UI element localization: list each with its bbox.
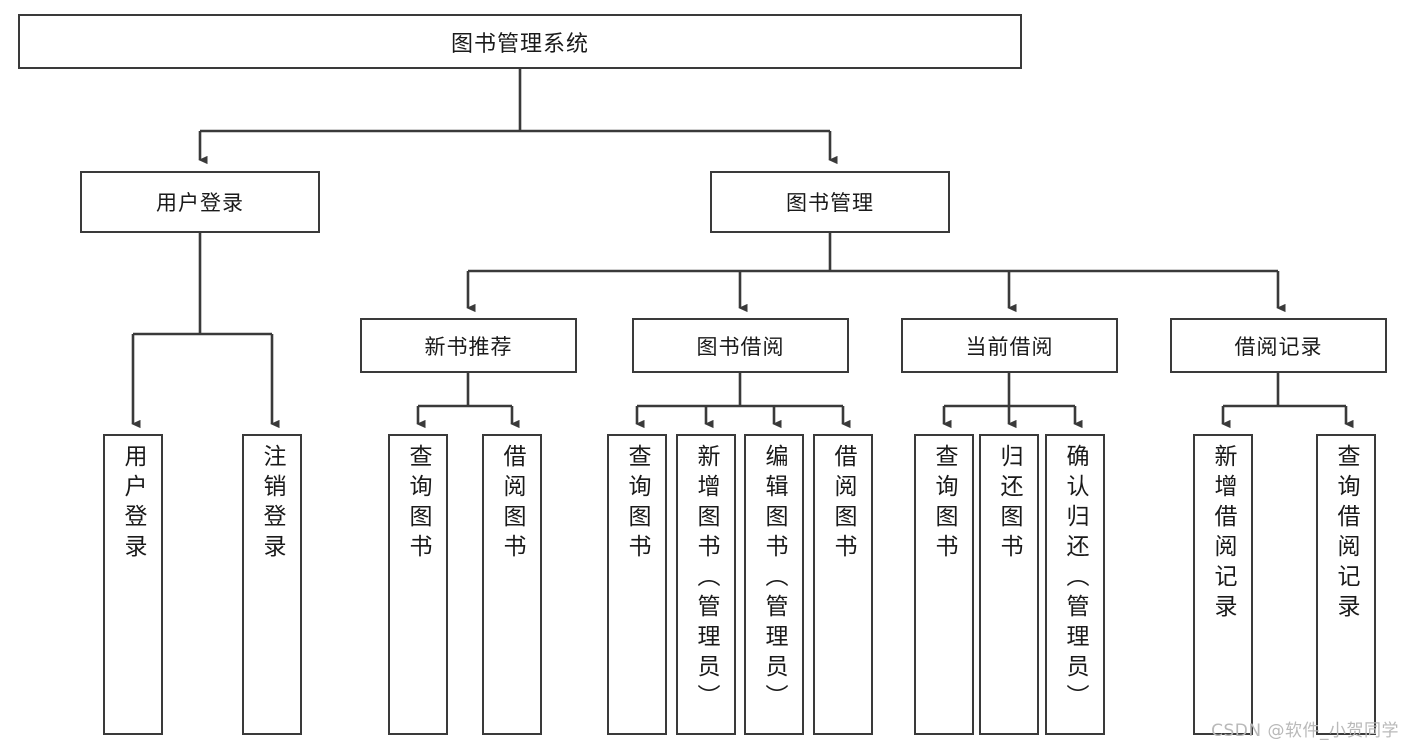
node-current-borrow[interactable]: 当前借阅 xyxy=(901,318,1118,373)
leaf-new-book-query-book[interactable]: 查询图书 xyxy=(388,434,448,735)
leaf-current-borrow-confirm-return-admin[interactable]: 确认归还（管理员） xyxy=(1045,434,1105,735)
node-label: 编辑图书（管理员） xyxy=(761,444,787,714)
leaf-borrow-record-query-record[interactable]: 查询借阅记录 xyxy=(1316,434,1376,735)
node-label: 查询借阅记录 xyxy=(1333,444,1359,624)
node-borrow-record[interactable]: 借阅记录 xyxy=(1170,318,1387,373)
node-label: 用户登录 xyxy=(120,444,146,564)
node-label: 新增借阅记录 xyxy=(1210,444,1236,624)
node-new-book-recommend[interactable]: 新书推荐 xyxy=(360,318,577,373)
node-book-borrow[interactable]: 图书借阅 xyxy=(632,318,849,373)
node-label: 查询图书 xyxy=(931,444,957,564)
leaf-book-borrow-borrow-book[interactable]: 借阅图书 xyxy=(813,434,873,735)
node-label: 注销登录 xyxy=(259,444,285,564)
node-book-management[interactable]: 图书管理 xyxy=(710,171,950,233)
node-label: 查询图书 xyxy=(405,444,431,564)
leaf-current-borrow-return-book[interactable]: 归还图书 xyxy=(979,434,1039,735)
leaf-borrow-record-add-record[interactable]: 新增借阅记录 xyxy=(1193,434,1253,735)
node-label: 图书借阅 xyxy=(696,334,785,359)
node-label: 新增图书（管理员） xyxy=(693,444,719,714)
node-label: 借阅图书 xyxy=(830,444,856,564)
leaf-book-borrow-add-book-admin[interactable]: 新增图书（管理员） xyxy=(676,434,736,735)
node-label: 查询图书 xyxy=(624,444,650,564)
node-label: 用户登录 xyxy=(156,191,244,215)
node-user-login[interactable]: 用户登录 xyxy=(80,171,320,233)
node-label: 新书推荐 xyxy=(424,334,513,359)
leaf-current-borrow-query-book[interactable]: 查询图书 xyxy=(914,434,974,735)
node-label: 图书管理 xyxy=(786,191,874,215)
node-label: 借阅记录 xyxy=(1234,334,1323,359)
leaf-book-borrow-query-book[interactable]: 查询图书 xyxy=(607,434,667,735)
node-label: 归还图书 xyxy=(996,444,1022,564)
leaf-new-book-borrow-book[interactable]: 借阅图书 xyxy=(482,434,542,735)
node-label: 确认归还（管理员） xyxy=(1062,444,1088,714)
node-label: 当前借阅 xyxy=(965,334,1054,359)
leaf-user-login-login[interactable]: 用户登录 xyxy=(103,434,163,735)
leaf-user-login-logout[interactable]: 注销登录 xyxy=(242,434,302,735)
node-label: 借阅图书 xyxy=(499,444,525,564)
leaf-book-borrow-edit-book-admin[interactable]: 编辑图书（管理员） xyxy=(744,434,804,735)
node-label: 图书管理系统 xyxy=(450,31,589,57)
node-root-book-management-system[interactable]: 图书管理系统 xyxy=(18,14,1022,69)
